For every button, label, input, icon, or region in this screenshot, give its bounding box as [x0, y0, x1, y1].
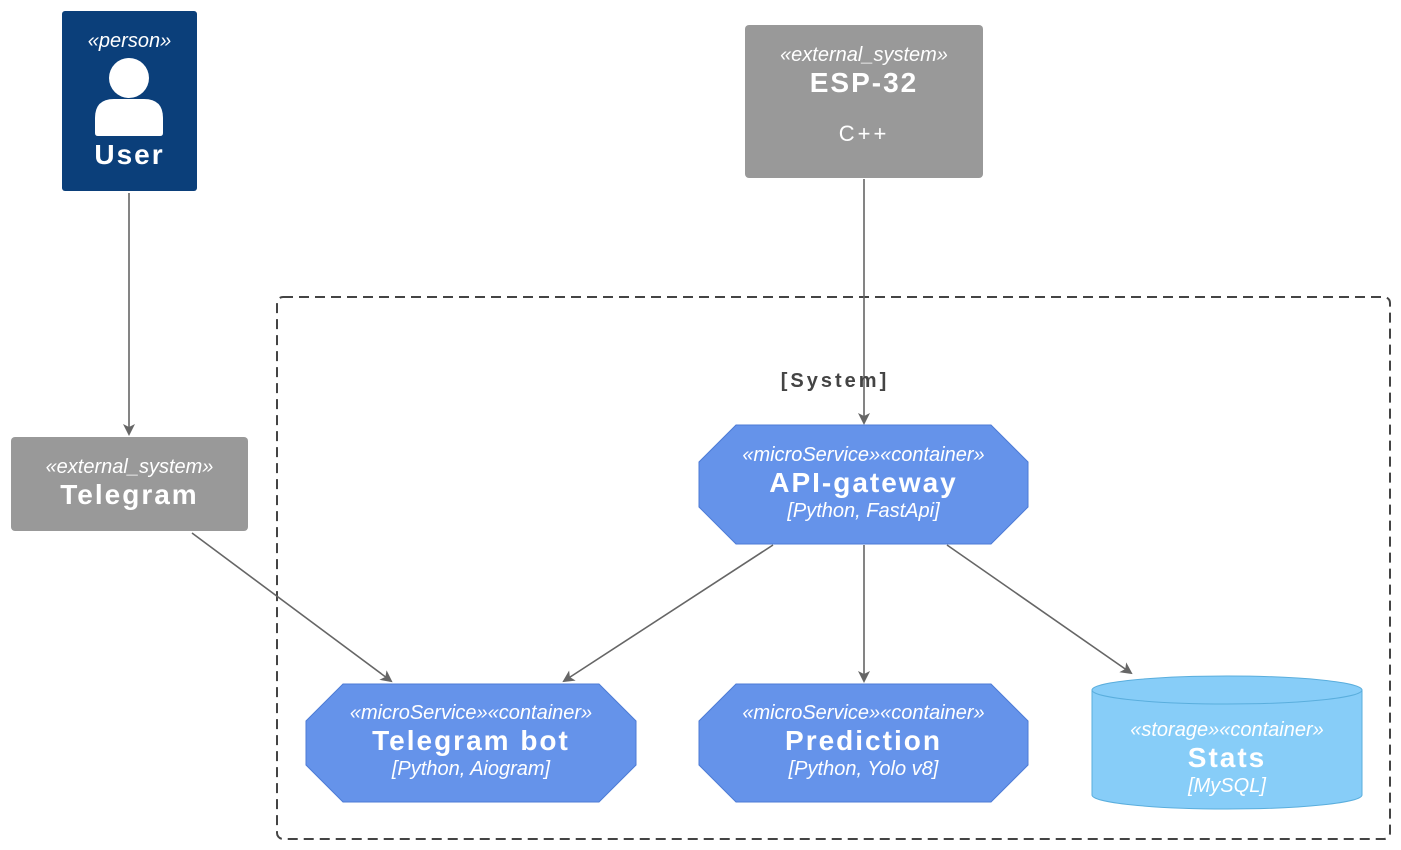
system-boundary — [276, 296, 1391, 840]
esp32-node-text: «external_system» ESP-32 C++ — [745, 43, 983, 147]
system-boundary-label: [System] — [780, 370, 890, 392]
telegram-node[interactable] — [11, 437, 248, 531]
api-gateway-node[interactable] — [698, 424, 1029, 545]
telegram-node-text: «external_system» Telegram — [11, 455, 248, 511]
stats-title: Stats — [1187, 742, 1267, 773]
person-icon — [95, 58, 163, 136]
edge-api-gateway-to-telegram-bot — [562, 544, 774, 683]
telegram-bot-technology: [Python, Aiogram] — [391, 758, 551, 780]
prediction-technology: [Python, Yolo v8] — [788, 758, 939, 780]
api-gateway-stereotype: «microService»«container» — [742, 444, 985, 466]
api-gateway-node-text: «microService»«container» API-gateway [P… — [699, 443, 1028, 523]
prediction-title: Prediction — [785, 725, 942, 756]
esp32-stereotype: «external_system» — [780, 44, 948, 66]
api-gateway-title: API-gateway — [769, 467, 958, 498]
esp32-node[interactable] — [745, 25, 983, 178]
prediction-node[interactable] — [698, 683, 1029, 803]
esp32-title: ESP-32 — [809, 67, 919, 98]
telegram-bot-node[interactable] — [305, 683, 637, 803]
telegram-bot-stereotype: «microService»«container» — [349, 702, 593, 724]
api-gateway-technology: [Python, FastApi] — [787, 500, 940, 522]
user-stereotype: «person» — [87, 30, 172, 52]
stats-node-text: «storage»«container» Stats [MySQL] — [1092, 718, 1362, 798]
edge-api-gateway-to-stats — [946, 544, 1133, 675]
esp32-technology: C++ — [838, 121, 890, 146]
telegram-title: Telegram — [60, 479, 199, 510]
prediction-stereotype: «microService»«container» — [742, 702, 985, 724]
user-title: User — [94, 139, 165, 170]
telegram-bot-title: Telegram bot — [372, 725, 570, 756]
stats-stereotype: «storage»«container» — [1130, 719, 1324, 741]
user-node-text: «person» User — [62, 29, 197, 171]
prediction-node-text: «microService»«container» Prediction [Py… — [699, 701, 1028, 781]
telegram-stereotype: «external_system» — [45, 456, 214, 478]
edge-telegram-to-telegram-bot — [191, 532, 393, 683]
stats-node[interactable] — [1091, 675, 1363, 810]
telegram-bot-node-text: «microService»«container» Telegram bot [… — [306, 701, 636, 781]
stats-technology: [MySQL] — [1188, 775, 1266, 797]
